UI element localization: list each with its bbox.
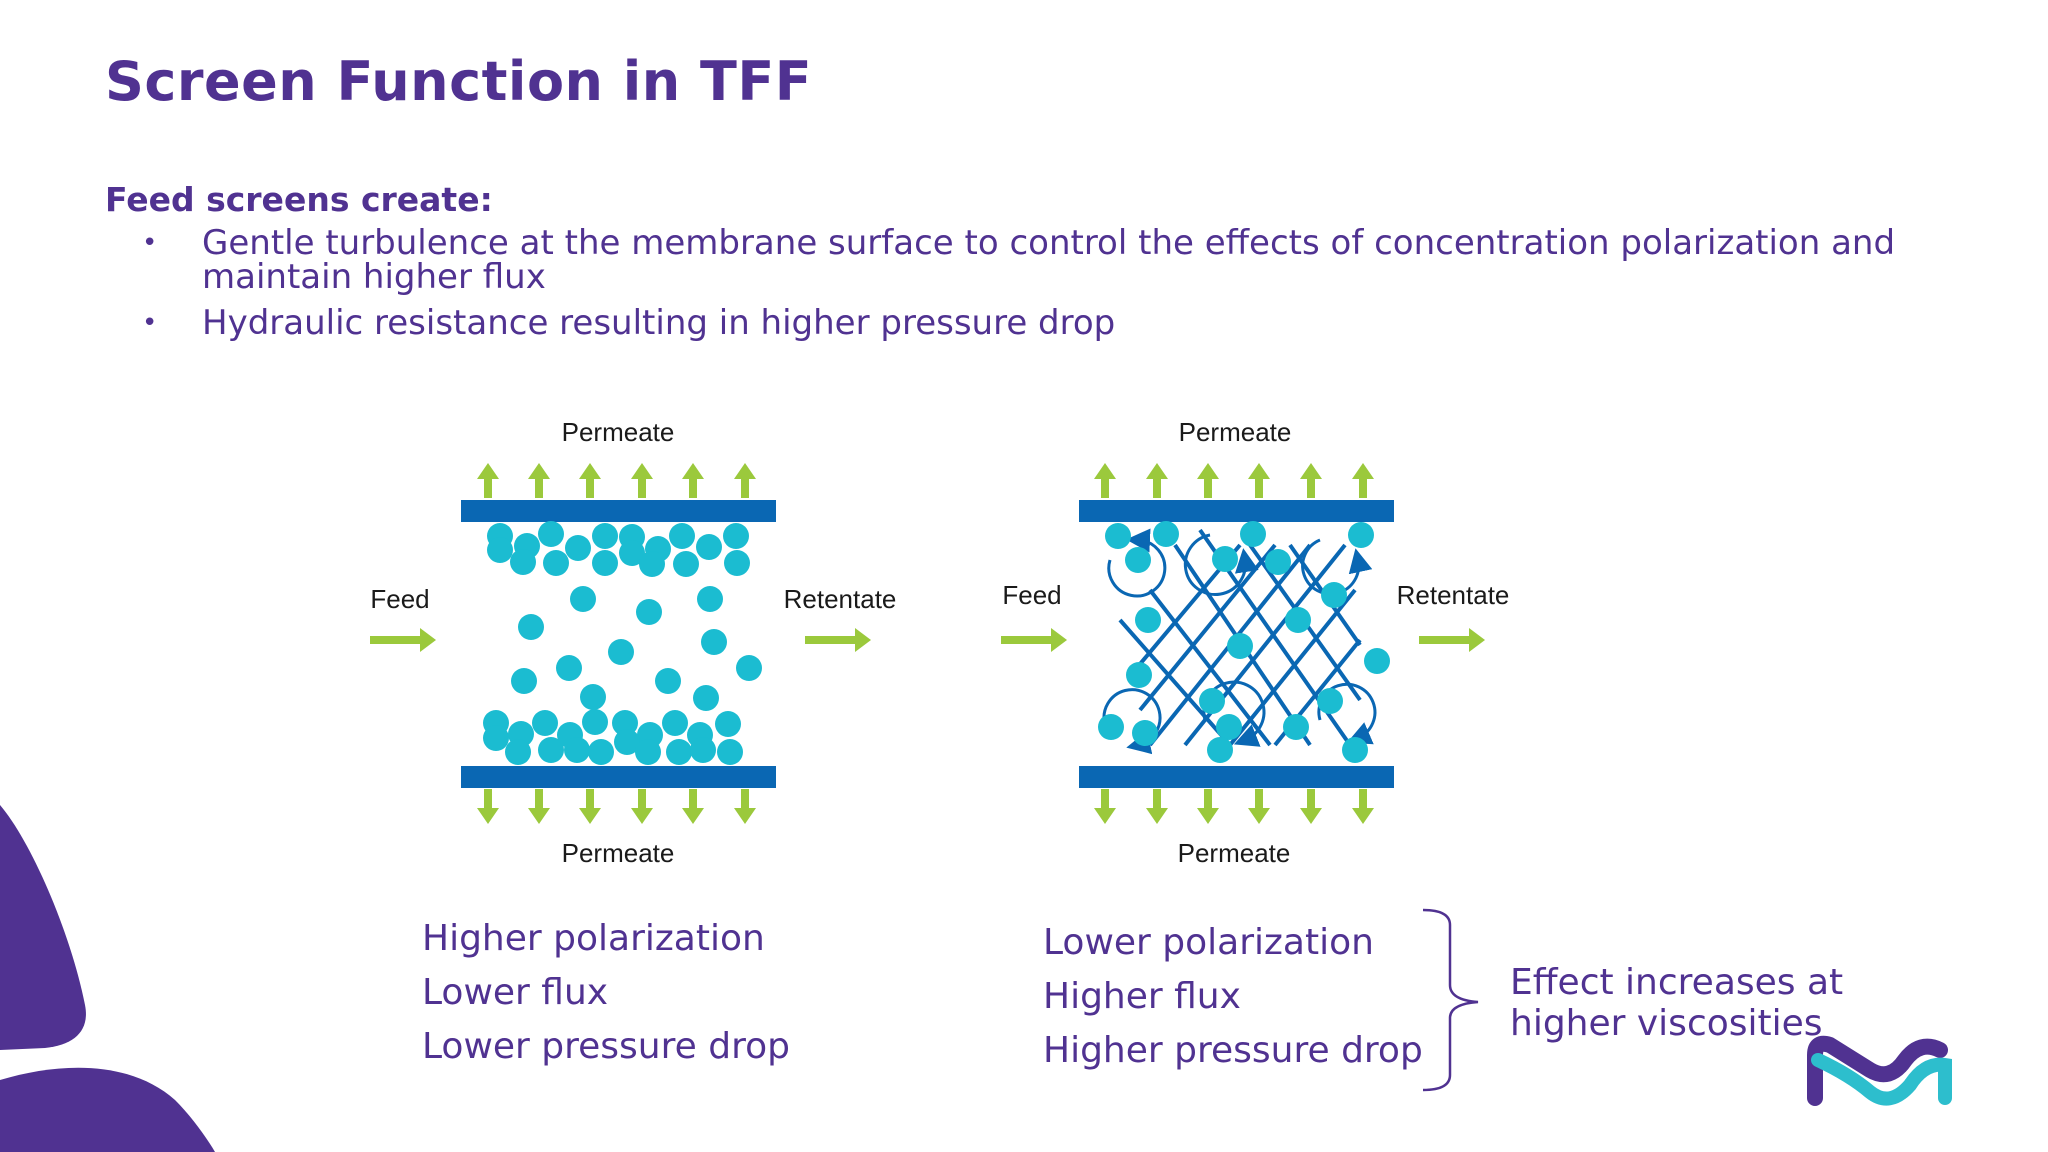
effect-note: Effect increases at higher viscosities xyxy=(1510,962,1843,1044)
arrow-up-icon xyxy=(579,463,601,498)
results-left: Higher polarization Lower flux Lower pre… xyxy=(422,912,790,1074)
arrow-down-icon xyxy=(579,789,601,824)
effect-line: Effect increases at xyxy=(1510,962,1844,1003)
arrow-down-icon xyxy=(1094,789,1116,824)
bullet-text: Gentle turbulence at the membrane surfac… xyxy=(202,223,1896,297)
membrane-bottom xyxy=(461,766,776,788)
arrow-up-icon xyxy=(1146,463,1168,498)
permeate-arrows-bottom xyxy=(477,789,756,824)
arrow-up-icon xyxy=(477,463,499,498)
result-item: Higher flux xyxy=(1043,976,1241,1017)
brace xyxy=(1422,908,1479,1092)
arrow-down-icon xyxy=(477,789,499,824)
arrow-down-icon xyxy=(1197,789,1219,824)
arrow-down-icon xyxy=(1352,789,1374,824)
arrow-down-icon xyxy=(528,789,550,824)
permeate-top-label: Permeate xyxy=(1179,417,1292,447)
arrow-up-icon xyxy=(1197,463,1219,498)
arrow-down-icon xyxy=(631,789,653,824)
arrow-right-icon xyxy=(1001,628,1067,652)
permeate-bottom-label: Permeate xyxy=(1178,838,1291,868)
permeate-arrows-bottom xyxy=(1094,789,1374,824)
arrow-down-icon xyxy=(682,789,704,824)
permeate-arrows-top xyxy=(1094,463,1374,498)
result-item: Higher polarization xyxy=(422,918,765,959)
feed-label: Feed xyxy=(370,584,429,614)
arrow-up-icon xyxy=(734,463,756,498)
permeate-top-label: Permeate xyxy=(562,417,675,447)
merck-logo-icon xyxy=(1807,1035,1952,1106)
bullet-item: • Hydraulic resistance resulting in high… xyxy=(140,306,1940,340)
particles xyxy=(483,521,762,765)
result-item: Lower polarization xyxy=(1043,922,1374,963)
arrow-down-icon xyxy=(1248,789,1270,824)
arrow-down-icon xyxy=(1300,789,1322,824)
arrow-right-icon xyxy=(370,628,436,652)
arrow-up-icon xyxy=(528,463,550,498)
feed-label: Feed xyxy=(1002,580,1061,610)
subheading: Feed screens create: xyxy=(105,180,493,219)
membrane-bottom xyxy=(1079,766,1394,788)
retentate-label: Retentate xyxy=(1397,580,1510,610)
left-diagram: Permeate xyxy=(370,417,896,868)
bullet-dot: • xyxy=(142,228,158,258)
arrow-down-icon xyxy=(734,789,756,824)
arrow-up-icon xyxy=(1094,463,1116,498)
arrow-up-icon xyxy=(631,463,653,498)
permeate-arrows-top xyxy=(477,463,756,498)
result-item: Lower pressure drop xyxy=(422,1026,790,1067)
arrow-up-icon xyxy=(1300,463,1322,498)
result-item: Higher pressure drop xyxy=(1043,1030,1423,1071)
arrow-up-icon xyxy=(1248,463,1270,498)
permeate-bottom-label: Permeate xyxy=(562,838,675,868)
arrow-down-icon xyxy=(1146,789,1168,824)
arrow-right-icon xyxy=(1419,628,1485,652)
particles xyxy=(1098,521,1390,763)
arrow-up-icon xyxy=(1352,463,1374,498)
effect-line: higher viscosities xyxy=(1510,1003,1823,1044)
bullet-text: Hydraulic resistance resulting in higher… xyxy=(202,303,1116,343)
bullet-list: • Gentle turbulence at the membrane surf… xyxy=(140,226,1940,352)
membrane-top xyxy=(461,500,776,522)
right-diagram: Permeate xyxy=(1001,417,1509,868)
bullet-dot: • xyxy=(142,308,158,338)
slide-title: Screen Function in TFF xyxy=(105,50,813,113)
result-item: Lower flux xyxy=(422,972,609,1013)
arrow-right-icon xyxy=(805,628,871,652)
arrow-up-icon xyxy=(682,463,704,498)
retentate-label: Retentate xyxy=(784,584,897,614)
results-right: Lower polarization Higher flux Higher pr… xyxy=(1043,916,1423,1078)
membrane-top xyxy=(1079,500,1394,522)
bullet-item: • Gentle turbulence at the membrane surf… xyxy=(140,226,1940,294)
